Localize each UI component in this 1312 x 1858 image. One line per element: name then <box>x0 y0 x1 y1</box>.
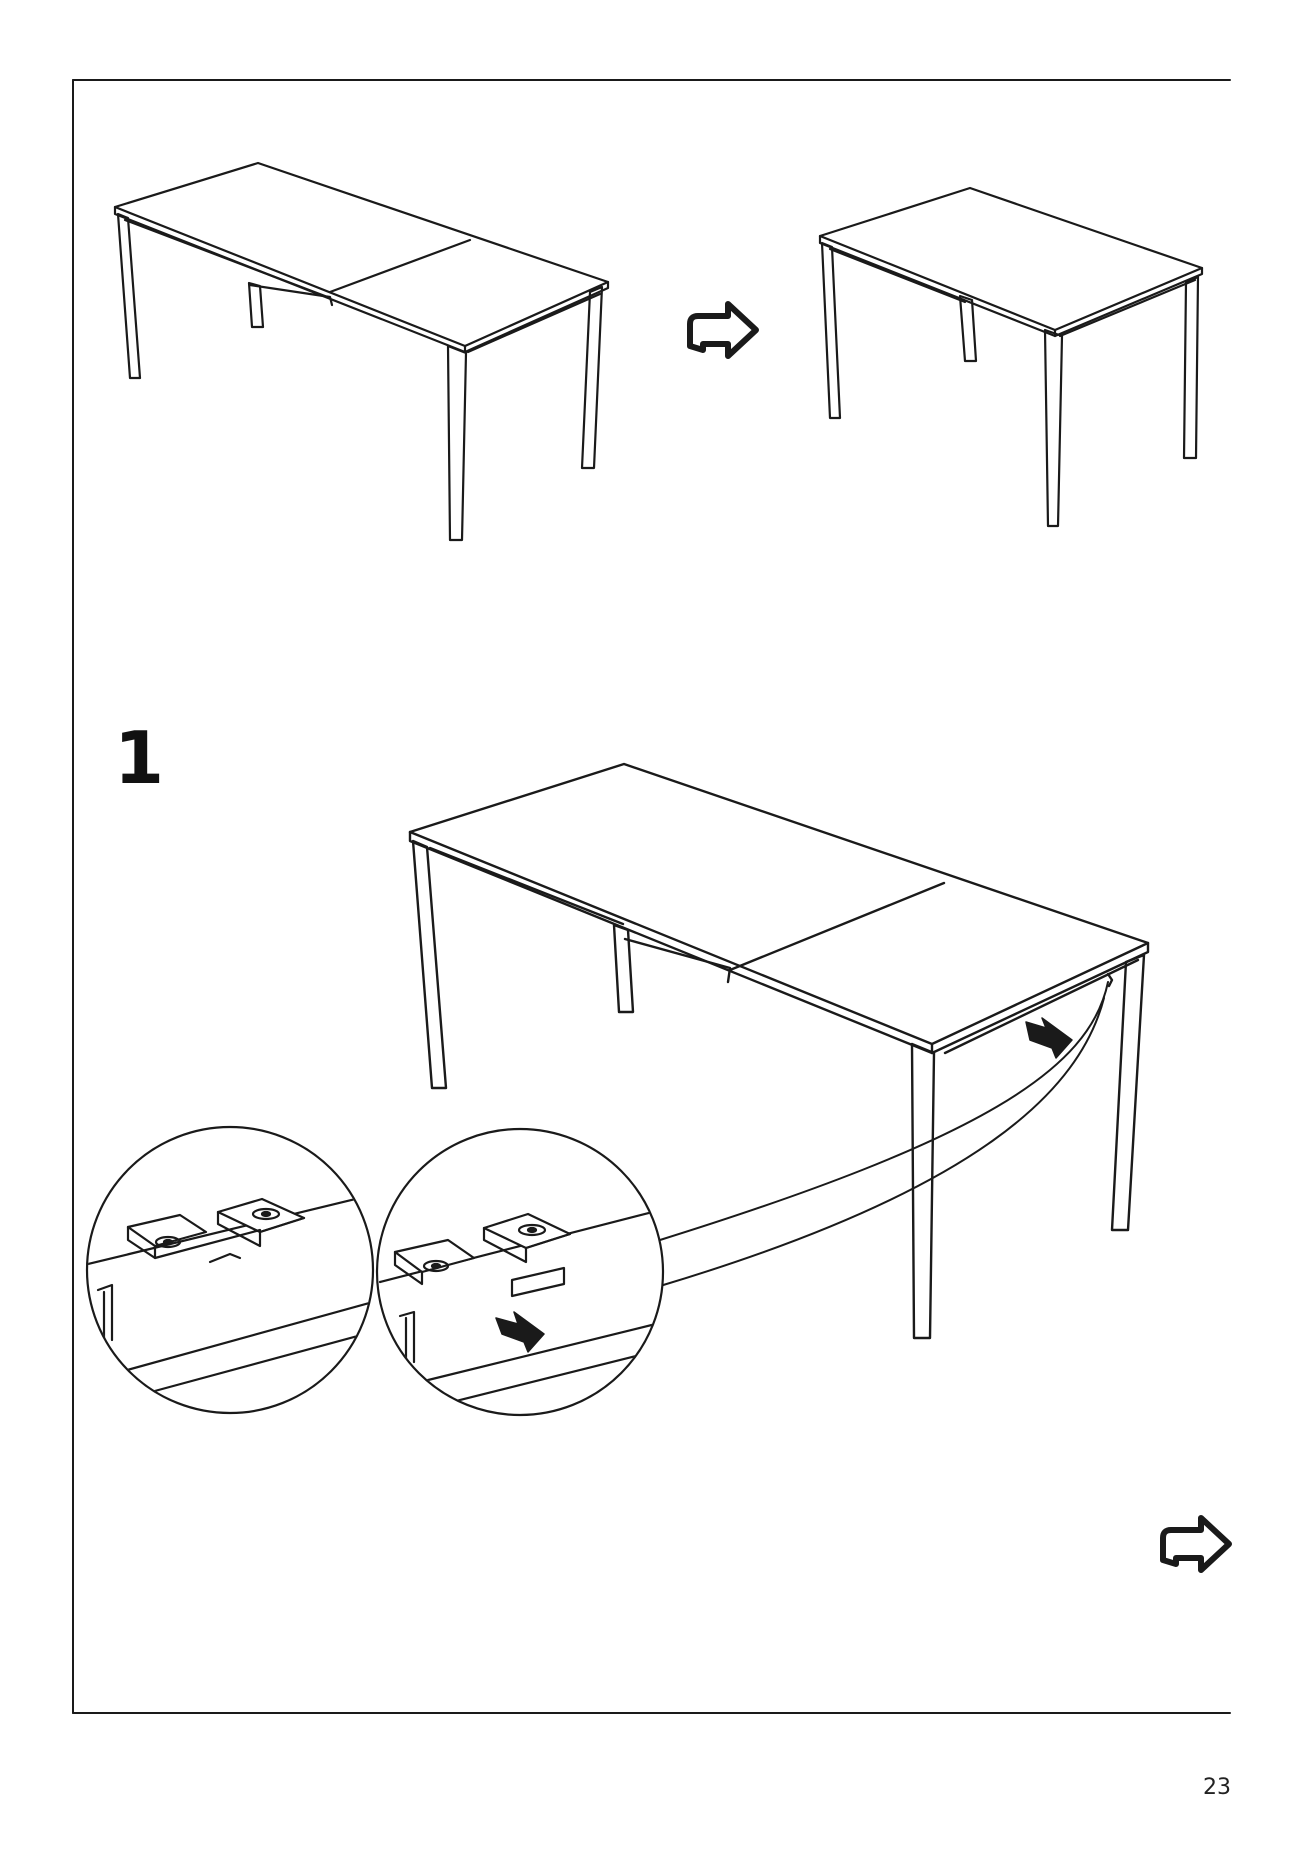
direction-arrow-icon <box>496 1312 544 1352</box>
detail-circle-after <box>377 1129 680 1415</box>
page-number: 23 <box>1203 1775 1231 1800</box>
callout-line <box>660 982 1108 1286</box>
compact-table-illustration <box>820 188 1202 526</box>
turn-arrow-icon <box>690 304 756 356</box>
turn-arrow-icon <box>1163 1518 1229 1570</box>
direction-arrow-icon <box>1026 1018 1072 1058</box>
step-number: 1 <box>114 716 165 800</box>
extended-table-illustration <box>115 163 608 540</box>
step-table-illustration <box>410 764 1148 1338</box>
page-frame <box>73 80 1230 1713</box>
detail-circle-before <box>80 1127 380 1413</box>
